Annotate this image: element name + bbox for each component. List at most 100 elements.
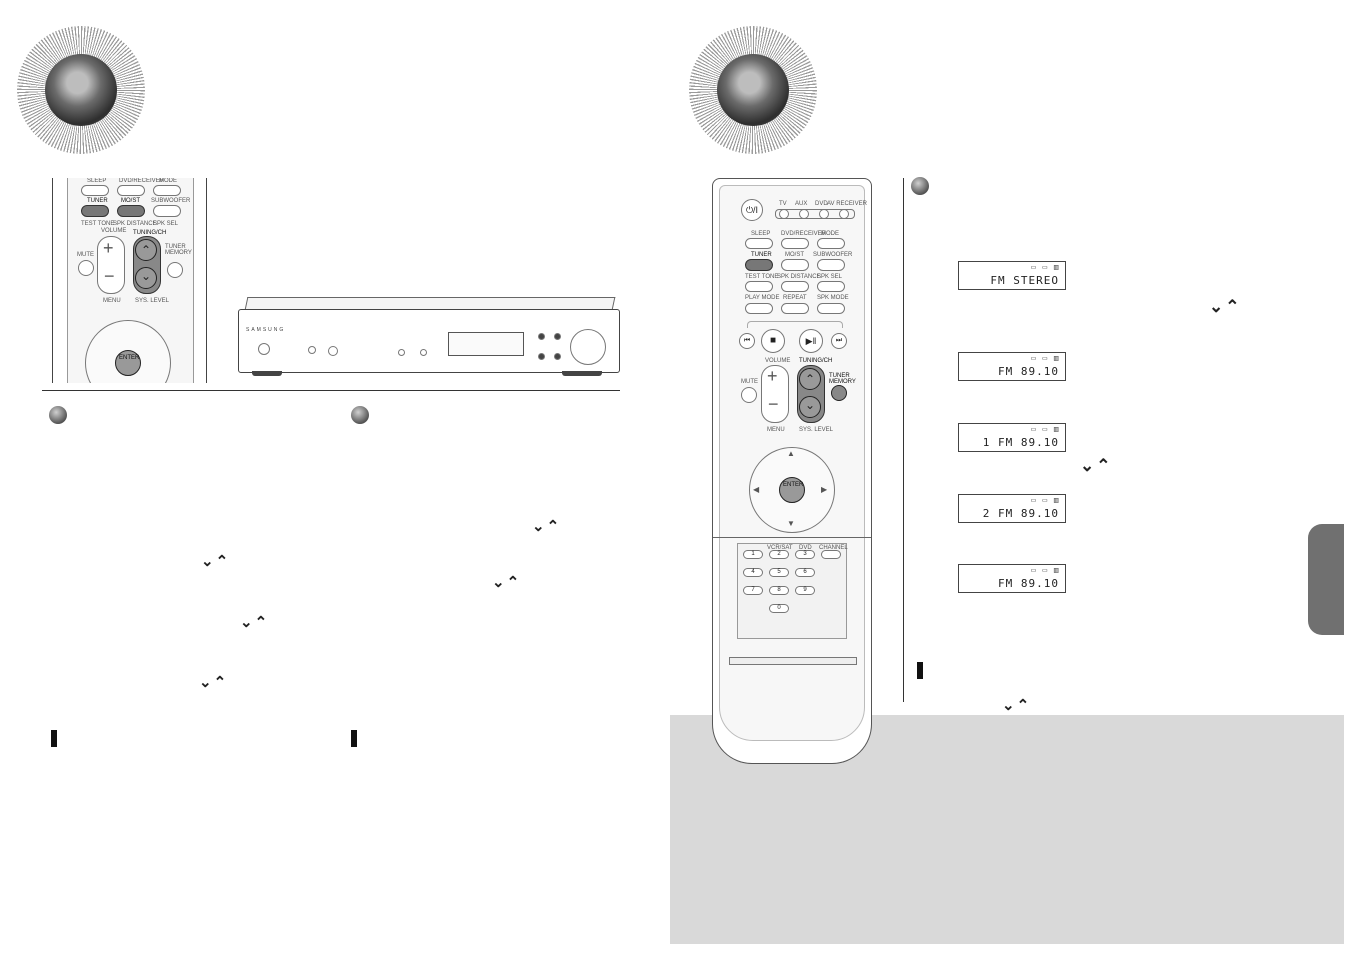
label-test-tone: TEST TONE — [745, 274, 779, 280]
mode-label-av-receiver: AV RECEIVER — [827, 201, 867, 207]
mute-button[interactable] — [741, 387, 757, 403]
keypad-0[interactable]: 0 — [769, 604, 789, 613]
mo-st-button[interactable] — [117, 205, 145, 217]
mode-led-aux[interactable] — [799, 209, 809, 219]
label-spk-mode: SPK MODE — [817, 295, 849, 301]
keypad-2[interactable]: 2 — [769, 550, 789, 559]
mode-led-dvd[interactable] — [819, 209, 829, 219]
keypad-4[interactable]: 4 — [743, 568, 763, 577]
label-subwoofer: SUBWOOFER — [151, 198, 191, 204]
power-knob[interactable] — [258, 343, 270, 355]
volume-up-icon[interactable]: + — [103, 238, 114, 258]
volume-down-icon[interactable]: − — [104, 266, 115, 286]
keypad-3[interactable]: 3 — [795, 550, 815, 559]
remote-divider — [713, 537, 871, 538]
spk-sel-button[interactable] — [817, 281, 845, 292]
keypad-9[interactable]: 9 — [795, 586, 815, 595]
front-button-f[interactable] — [554, 353, 561, 360]
mode-led-av-receiver[interactable] — [839, 209, 849, 219]
enter-button[interactable] — [115, 350, 141, 376]
receiver-brand: SAMSUNG — [246, 327, 286, 333]
label-tuner: TUNER — [87, 198, 108, 204]
sleep-button[interactable] — [745, 238, 773, 249]
front-button-a[interactable] — [398, 349, 405, 356]
front-button-b[interactable] — [420, 349, 427, 356]
volume-knob[interactable] — [570, 329, 606, 365]
front-button-e[interactable] — [538, 353, 545, 360]
front-button-d[interactable] — [554, 333, 561, 340]
spk-distance-button[interactable] — [781, 281, 809, 292]
step-bullet-left-1 — [49, 406, 67, 424]
power-icon: ⏻/I — [745, 205, 759, 215]
label-menu: MENU — [103, 298, 121, 304]
volume-rocker[interactable] — [761, 365, 789, 423]
step-bullet-left-2 — [351, 406, 369, 424]
note-marker — [51, 730, 57, 747]
mo-st-button[interactable] — [781, 259, 809, 271]
mode-led-tv[interactable] — [779, 209, 789, 219]
stop-icon[interactable]: ■ — [761, 329, 785, 353]
keypad-1[interactable]: 1 — [743, 550, 763, 559]
section-tab — [1308, 524, 1344, 635]
dvd-receiver-button[interactable] — [781, 238, 809, 249]
volume-rocker[interactable] — [97, 236, 125, 294]
tuning-chevron-icon: ⌄⌃ — [1209, 297, 1242, 316]
tuner-memory-button[interactable] — [167, 262, 183, 278]
nav-up-icon[interactable]: ▲ — [787, 449, 795, 458]
nav-right-icon[interactable]: ▶ — [821, 485, 828, 494]
volume-up-icon[interactable]: + — [767, 366, 778, 386]
nav-left-icon[interactable]: ◀ — [753, 485, 760, 494]
lcd-display: ▭ ▭ ▥FM 89.10 — [958, 352, 1066, 381]
label-play-mode: PLAY MODE — [745, 295, 780, 301]
label-tuning-ch: TUNING/CH — [133, 230, 167, 236]
enter-button[interactable] — [779, 477, 805, 503]
keypad-8[interactable]: 8 — [769, 586, 789, 595]
note-marker — [351, 730, 357, 747]
play-mode-button[interactable] — [745, 303, 773, 314]
label-spk-sel: SPK SEL — [817, 274, 843, 280]
dvd-receiver-button[interactable] — [117, 185, 145, 196]
left-remote-closeup: SLEEP DVD/RECEIVER MODE TUNER MO/ST SUBW… — [52, 178, 207, 383]
keypad-7[interactable]: 7 — [743, 586, 763, 595]
spk-mode-button[interactable] — [817, 303, 845, 314]
tuning-down-icon[interactable]: ⌄ — [135, 267, 157, 289]
tuner-memory-button[interactable] — [831, 385, 847, 401]
receiver-unit: SAMSUNG — [236, 297, 622, 381]
subwoofer-button[interactable] — [153, 205, 181, 217]
play-pause-icon[interactable]: ▶‖ — [799, 329, 823, 353]
label-repeat: REPEAT — [783, 295, 807, 301]
tuning-chevron-icon: ⌄⌃ — [240, 614, 270, 631]
label-enter: ENTER — [119, 355, 140, 361]
tuner-button[interactable] — [745, 259, 773, 271]
volume-down-icon[interactable]: − — [768, 394, 779, 414]
mute-button[interactable] — [78, 260, 94, 276]
transport-bracket — [747, 321, 843, 328]
skip-back-icon[interactable]: ⏮ — [739, 333, 755, 349]
headphone-jack-icon — [328, 346, 338, 356]
mode-button[interactable] — [817, 238, 845, 249]
sleep-button[interactable] — [81, 185, 109, 196]
tuning-up-icon[interactable]: ⌃ — [135, 239, 157, 261]
nav-down-icon[interactable]: ▼ — [787, 519, 795, 528]
figure-rule — [42, 390, 620, 391]
repeat-button[interactable] — [781, 303, 809, 314]
keypad-5[interactable]: 5 — [769, 568, 789, 577]
tuning-down-icon[interactable]: ⌄ — [799, 396, 821, 418]
label-sys-level: SYS. LEVEL — [135, 298, 170, 304]
label-mode: MODE — [159, 178, 177, 184]
lcd-display: ▭ ▭ ▥1 FM 89.10 — [958, 423, 1066, 452]
keypad-6[interactable]: 6 — [795, 568, 815, 577]
skip-forward-icon[interactable]: ⏭ — [831, 333, 847, 349]
test-tone-button[interactable] — [745, 281, 773, 292]
power-button[interactable]: ⏻/I — [741, 199, 763, 221]
mode-label-aux: AUX — [795, 201, 808, 207]
label-tuning-ch: TUNING/CH — [799, 358, 833, 364]
tuner-button[interactable] — [81, 205, 109, 217]
front-button-c[interactable] — [538, 333, 545, 340]
tuning-up-icon[interactable]: ⌃ — [799, 368, 821, 390]
label-mo-st: MO/ST — [121, 198, 140, 204]
subwoofer-button[interactable] — [817, 259, 845, 271]
keypad-channel[interactable] — [821, 550, 841, 559]
mode-button[interactable] — [153, 185, 181, 196]
keypad-tag-dvd: DVD — [799, 545, 812, 551]
